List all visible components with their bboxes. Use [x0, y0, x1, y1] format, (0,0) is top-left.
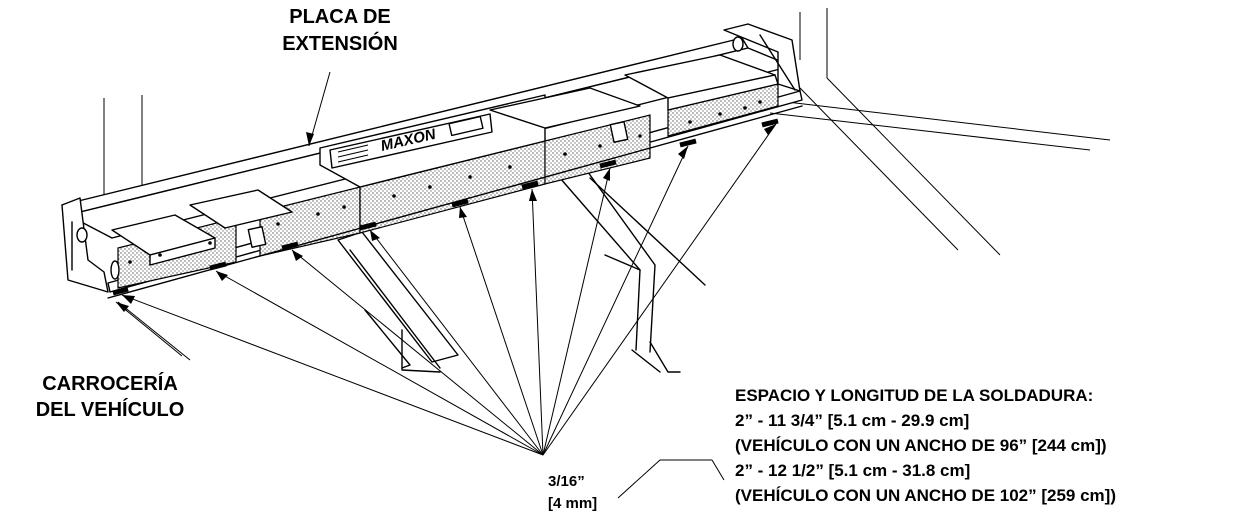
weld-spec-line-2: (VEHÍCULO CON UN ANCHO DE 96” [244 cm]) [735, 436, 1107, 455]
vehicle-body-label-line1: CARROCERÍA [42, 372, 178, 395]
frame-crossmember [337, 167, 706, 373]
fillet-size-label-line2: [4 mm] [548, 495, 597, 512]
bolts [128, 100, 762, 264]
vehicle-body-outline [103, 8, 1111, 256]
extension-plate-label-line1: PLACA DE [289, 6, 390, 28]
weld-spec-line-1: 2” - 11 3/4” [5.1 cm - 29.9 cm] [735, 411, 969, 430]
weld-spec-line-4: (VEHÍCULO CON UN ANCHO DE 102” [259 cm]) [735, 486, 1116, 505]
extension-plate-label-line2: EXTENSIÓN [282, 31, 398, 55]
weld-beads [112, 118, 779, 296]
decal-stripes [337, 115, 484, 163]
extension-plate-assembly: MAXON [61, 23, 803, 299]
label-leaders [115, 71, 725, 499]
weld-spec-line-3: 2” - 12 1/2” [5.1 cm - 31.8 cm] [735, 461, 970, 480]
stipple-face-4 [544, 114, 651, 185]
fillet-size-label-line1: 3/16” [548, 473, 585, 490]
vehicle-body-label-line2: DEL VEHÍCULO [36, 398, 185, 421]
weld-spec-title: ESPACIO Y LONGITUD DE LA SOLDADURA: [735, 386, 1093, 405]
weld-leader-lines [121, 123, 777, 456]
